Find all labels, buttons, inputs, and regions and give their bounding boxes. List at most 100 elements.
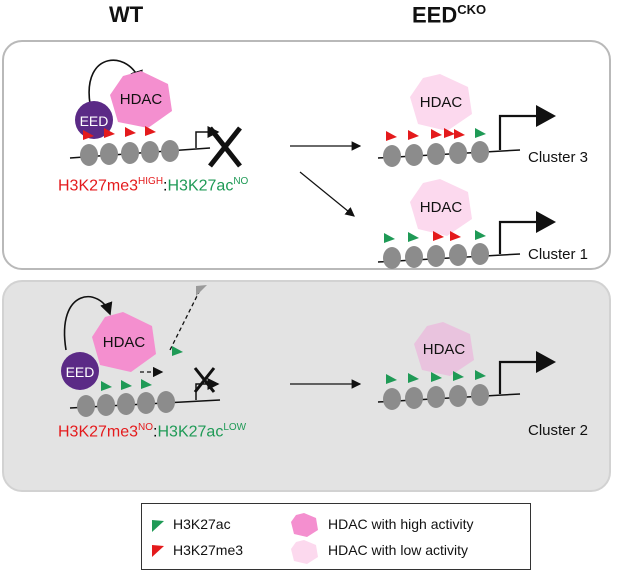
state-label-low: H3K27me3NO:H3K27acLOW <box>58 422 246 441</box>
promoter-arrow-active <box>498 114 538 150</box>
nucleosome <box>161 140 179 162</box>
h3k27me3-flag <box>145 126 156 136</box>
h3k27ac-flag <box>172 346 183 356</box>
promoter-arrow <box>195 378 220 400</box>
wt-bottom-locus <box>61 285 221 417</box>
nucleosome <box>117 393 135 415</box>
nucleosome <box>449 385 467 407</box>
hdac-label: HDAC <box>420 199 463 216</box>
header-cko-superscript: CKO <box>457 2 487 17</box>
hdac-low-hexagon <box>410 179 472 236</box>
dna-line <box>377 393 521 403</box>
h3k27me3-flag <box>433 231 444 241</box>
curved-arrow <box>63 295 113 351</box>
promoter-arrow-active <box>498 360 538 394</box>
nucleosome <box>405 144 423 166</box>
dna-line <box>377 253 521 263</box>
ac-text: H3K27ac <box>157 423 224 441</box>
nucleosome <box>383 145 401 167</box>
nucleosome <box>137 392 155 414</box>
cluster-1-label: Cluster 1 <box>528 246 589 263</box>
h3k27me3-flag <box>386 131 397 141</box>
hdac-label: HDAC <box>420 94 463 111</box>
nucleosome <box>141 141 159 163</box>
nucleosome <box>471 384 489 406</box>
separator: : <box>153 423 158 441</box>
me3-superscript: NO <box>138 422 154 433</box>
legend-low-label: HDAC with low activity <box>328 542 469 558</box>
nucleosome <box>449 142 467 164</box>
legend-ac-label: H3K27ac <box>173 516 231 532</box>
me3-text: H3K27me3 <box>58 177 139 195</box>
panel-top <box>2 40 611 270</box>
state-label-high: H3K27me3HIGH:H3K27acNO <box>58 176 248 195</box>
legend-hdac-low-hexagon <box>291 540 318 564</box>
nucleosome <box>157 391 175 413</box>
legend-hdac-high-hexagon <box>291 513 318 537</box>
h3k27ac-flag <box>141 379 152 389</box>
hdac-label: HDAC <box>423 341 466 358</box>
h3k27ac-flag <box>475 128 486 138</box>
h3k27ac-flag <box>453 371 464 381</box>
removed-h3k27ac-flag <box>196 285 207 296</box>
nucleosome <box>449 244 467 266</box>
legend-me3-label: H3K27me3 <box>173 542 244 558</box>
legend-h3k27me3-flag <box>152 545 164 557</box>
cluster3-locus <box>377 74 556 167</box>
h3k27ac-flag <box>408 232 419 242</box>
h3k27me3-flag <box>431 129 442 139</box>
nucleosome <box>121 142 139 164</box>
legend-h3k27ac-flag <box>152 520 164 532</box>
h3k27ac-flag <box>475 370 486 380</box>
nucleosome <box>405 246 423 268</box>
promoter-arrowhead <box>536 211 556 233</box>
separator: : <box>163 177 168 195</box>
hdac-high-hexagon <box>110 71 172 128</box>
ac-superscript: NO <box>233 176 249 187</box>
nucleosome <box>80 144 98 166</box>
h3k27me3-flag <box>450 231 461 241</box>
h3k27me3-flag <box>104 128 115 138</box>
h3k27me3-flag <box>444 128 455 138</box>
h3k27ac-flag <box>475 230 486 240</box>
header-wt: WT <box>109 2 144 27</box>
ac-text: H3K27ac <box>167 177 234 195</box>
hdac-label: HDAC <box>103 334 146 351</box>
nucleosome <box>427 143 445 165</box>
nucleosome <box>383 247 401 269</box>
block-x <box>193 367 216 393</box>
cluster-3-label: Cluster 3 <box>528 149 589 166</box>
h3k27ac-flag <box>384 233 395 243</box>
h3k27ac-flag <box>101 381 112 391</box>
eed-circle <box>75 101 113 139</box>
nucleosome <box>100 143 118 165</box>
transition-arrow <box>299 171 355 217</box>
h3k27ac-flag <box>386 374 397 384</box>
eed-circle <box>61 352 99 390</box>
nucleosome <box>405 387 423 409</box>
promoter-arrow-active <box>498 220 538 254</box>
nucleosome <box>77 395 95 417</box>
hdac-label: HDAC <box>120 91 163 108</box>
nucleosome <box>97 394 115 416</box>
block-x <box>208 126 242 168</box>
dashed-arrow <box>169 289 201 351</box>
promoter-arrowhead <box>536 351 556 373</box>
nucleosome <box>427 386 445 408</box>
h3k27me3-flag <box>454 129 465 139</box>
cluster2-locus <box>377 322 556 410</box>
header-eed-cko: EEDCKO <box>412 2 486 28</box>
dna-line <box>377 149 521 159</box>
me3-superscript: HIGH <box>138 176 164 187</box>
hdac-low-hexagon <box>414 322 474 376</box>
h3k27ac-flag <box>431 372 442 382</box>
cluster-2-label: Cluster 2 <box>528 422 589 439</box>
h3k27ac-flag <box>408 373 419 383</box>
cluster1-locus <box>377 179 556 269</box>
eed-label: EED <box>66 364 95 380</box>
h3k27me3-flag <box>408 130 419 140</box>
hdac-high-hexagon <box>92 312 156 372</box>
h3k27me3-flag <box>83 130 94 140</box>
h3k27ac-flag <box>121 380 132 390</box>
